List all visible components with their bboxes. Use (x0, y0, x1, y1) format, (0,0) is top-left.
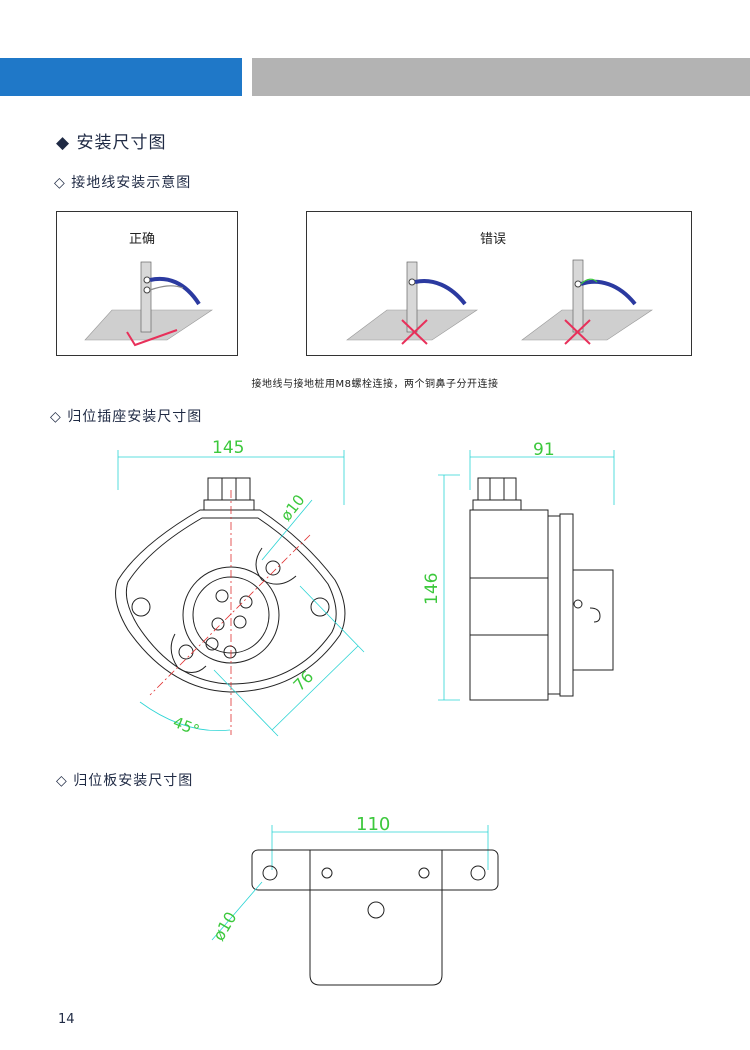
correct-illustration (84, 261, 213, 347)
dim-plate-spacing: 110 (356, 814, 390, 835)
header-blue-band (0, 58, 242, 96)
correct-box: 正确 (56, 211, 238, 356)
header-gray-band (252, 58, 750, 96)
dim-height: 146 (422, 573, 442, 605)
plate-outline (211, 825, 499, 986)
socket-title: ◇ 归位插座安装尺寸图 (50, 406, 202, 426)
dim-hole-spacing: 76 (289, 667, 317, 695)
dim-hole-dia: ø10 (277, 491, 309, 524)
wrong-illustrations (346, 259, 653, 345)
diamond-filled-icon: ◆ (56, 133, 71, 153)
socket-front-view (115, 450, 365, 737)
socket-drawing: 145 ø10 76 45° 91 146 (115, 438, 615, 740)
wrong-label: 错误 (480, 232, 507, 247)
diamond-outline-icon: ◇ (54, 175, 66, 191)
wrong-example-2 (521, 259, 653, 345)
diamond-outline-icon: ◇ (56, 773, 68, 789)
grounding-caption: 接地线与接地桩用M8螺栓连接，两个铜鼻子分开连接 (251, 379, 499, 390)
dim-width: 145 (212, 438, 244, 458)
dim-depth: 91 (533, 440, 555, 460)
correct-label: 正确 (129, 232, 156, 247)
dim-plate-hole-dia: ø10 (209, 908, 241, 944)
grounding-title-text: 接地线安装示意图 (71, 175, 192, 191)
grounding-title: ◇ 接地线安装示意图 (54, 172, 191, 192)
dim-angle: 45° (171, 713, 202, 740)
section-title-text: 安装尺寸图 (76, 133, 167, 153)
section-title: ◆ 安装尺寸图 (56, 128, 166, 153)
plate-title: ◇ 归位板安装尺寸图 (56, 770, 193, 790)
diamond-outline-icon: ◇ (50, 409, 62, 425)
plate-drawing: 110 ø10 (209, 814, 499, 986)
socket-side-view (438, 450, 615, 701)
plate-title-text: 归位板安装尺寸图 (73, 773, 194, 789)
page-number: 14 (58, 1012, 75, 1027)
wrong-example-1 (346, 261, 478, 345)
socket-title-text: 归位插座安装尺寸图 (67, 409, 203, 425)
wrong-box: 错误 (306, 211, 692, 356)
